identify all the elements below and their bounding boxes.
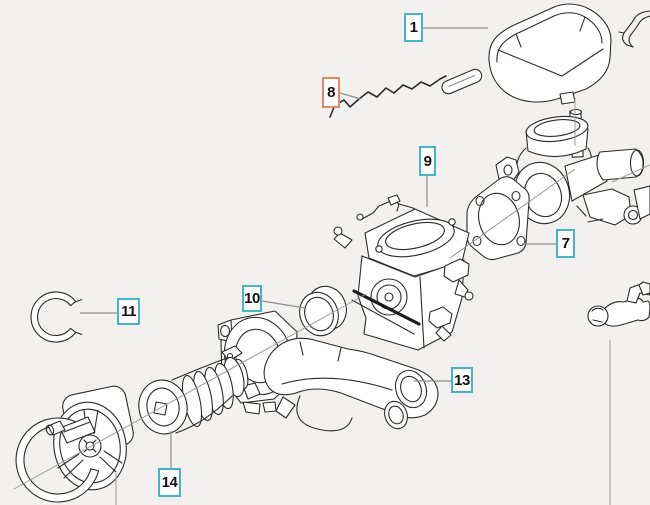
callout-intake-bellows[interactable]: 14	[158, 468, 181, 497]
hose-clamp-drawing	[15, 416, 100, 503]
leader-line-spacer-ring	[261, 300, 306, 309]
callout-intake-manifold[interactable]: 13	[451, 367, 473, 393]
leader-line-choke-rod	[339, 92, 362, 100]
axis-line	[449, 168, 576, 259]
axis-line	[13, 293, 367, 490]
callout-spacer-ring[interactable]: 10	[242, 285, 262, 312]
filter-clip-drawing	[618, 10, 650, 48]
axis-line	[611, 164, 650, 183]
callout-choke-rod[interactable]: 8	[322, 77, 340, 108]
snap-ring-drawing	[30, 291, 83, 343]
callout-air-filter-cover[interactable]: 1	[404, 13, 423, 42]
callout-snap-ring[interactable]: 11	[117, 298, 140, 325]
intake-bellows-drawing	[138, 345, 261, 435]
callout-carburetor[interactable]: 9	[419, 146, 436, 176]
choke-rod-drawing	[329, 68, 483, 118]
carburetor-gasket-drawing	[466, 176, 530, 261]
air-filter-cover-drawing	[488, 3, 612, 105]
carburetor-drawing	[333, 194, 474, 351]
callout-carburetor-gasket[interactable]: 7	[556, 229, 575, 258]
choke-lever-drawing	[587, 281, 650, 327]
spacer-ring-drawing	[299, 285, 347, 337]
